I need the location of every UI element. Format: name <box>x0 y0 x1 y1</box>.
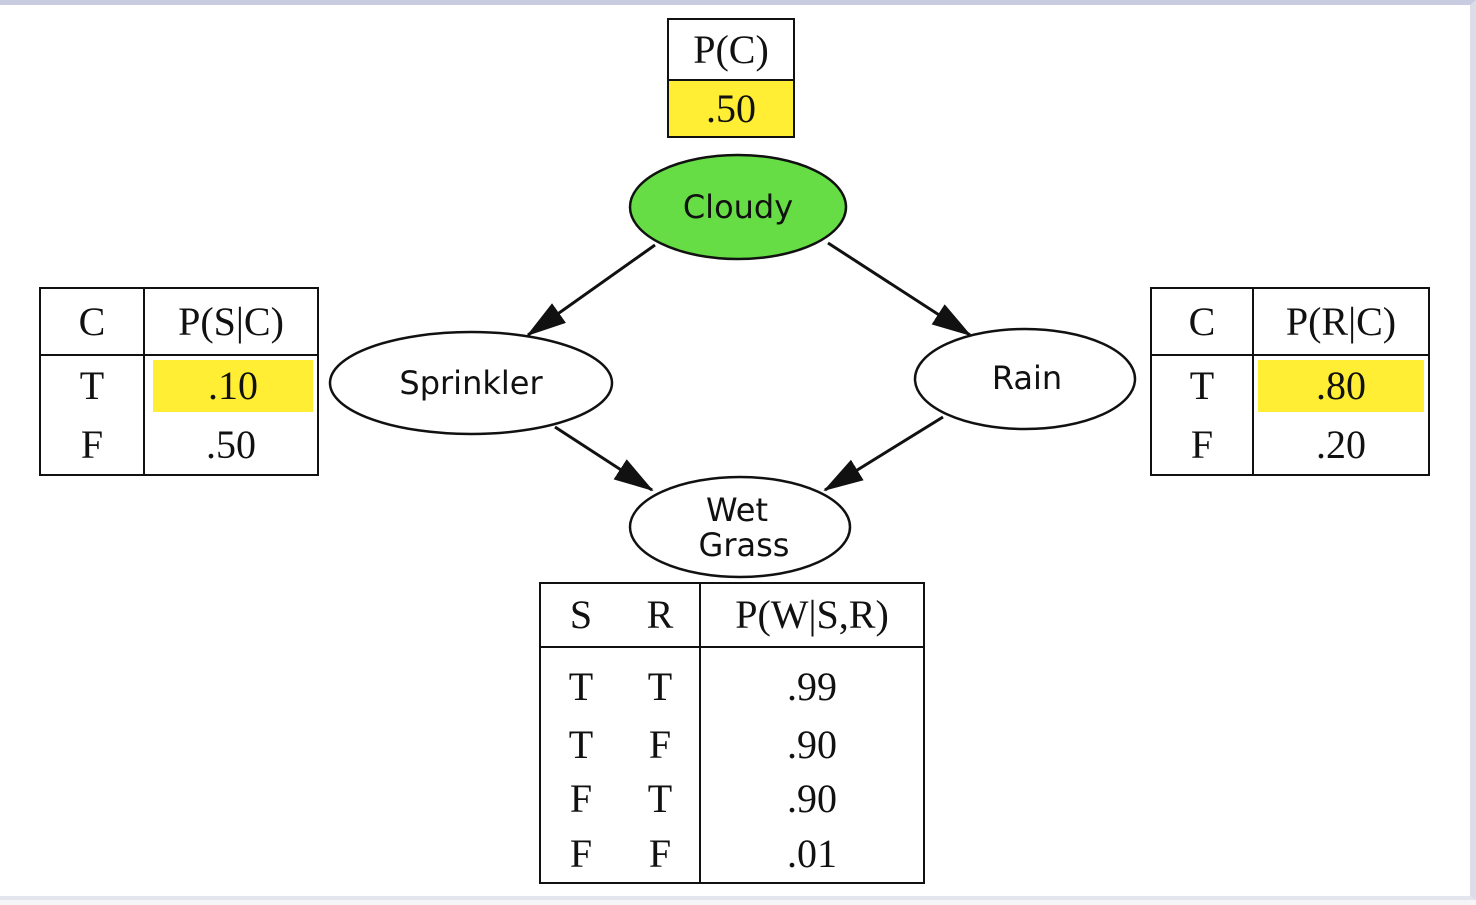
cpt-wet-grass-header-s: S <box>539 583 621 648</box>
cpt-sprinkler-header-p: P(S|C) <box>143 288 319 356</box>
cpt-rain-header-c: C <box>1150 288 1254 356</box>
cpt-wet-grass-row4-r: F <box>648 831 672 876</box>
cpt-rain-row2-c: F <box>1150 416 1254 475</box>
node-rain-label: Rain <box>992 359 1062 397</box>
cpt-wet-grass-row3-s: F <box>569 776 593 821</box>
node-rain: Rain <box>913 327 1137 431</box>
cpt-rain-row2-p: .20 <box>1252 416 1430 475</box>
edge-sprinkler-wetgrass <box>554 425 654 492</box>
cpt-wet-grass: S R P(W|S,R) T T .99 T F .90 F T .90 F F… <box>539 582 925 884</box>
cpt-cloudy: P(C) .50 <box>667 18 795 138</box>
cpt-wet-grass-row1-s: T <box>568 664 594 709</box>
edge-cloudy-sprinkler <box>526 243 656 337</box>
cpt-sprinkler-row2-c: F <box>39 416 145 475</box>
cpt-wet-grass-row1-r: T <box>647 664 673 709</box>
cpt-wet-grass-header-p: P(W|S,R) <box>699 583 925 648</box>
cpt-wet-grass-header-r: R <box>621 583 700 648</box>
cpt-sprinkler-row1-p: .10 <box>153 360 313 412</box>
cpt-sprinkler-row2-p: .50 <box>143 416 319 475</box>
cpt-wet-grass-row4-s: F <box>539 826 621 883</box>
cpt-rain-row1-p: .80 <box>1258 360 1424 412</box>
cpt-wet-grass-row3-p: .90 <box>699 772 925 826</box>
cpt-cloudy-value: .50 <box>667 80 795 137</box>
cpt-sprinkler-row1-p-cell: .10 <box>143 355 319 416</box>
cpt-rain-row1-c: T <box>1150 355 1254 416</box>
cpt-rain-row1-p-cell: .80 <box>1252 355 1430 416</box>
node-cloudy-label: Cloudy <box>683 188 793 226</box>
cpt-sprinkler-row1-c: T <box>39 355 145 416</box>
node-wet-grass-label-line1: Wet <box>706 491 768 529</box>
bayes-network-graph: Cloudy Sprinkler Rain Wet Grass <box>328 153 1137 579</box>
node-wet-grass: Wet Grass <box>628 475 852 579</box>
cpt-wet-grass-row2-r: F <box>648 722 672 767</box>
cpt-wet-grass-row2-p: .90 <box>699 718 925 772</box>
node-sprinkler: Sprinkler <box>328 330 614 436</box>
cpt-wet-grass-row3-r: T <box>647 776 673 821</box>
edge-cloudy-rain <box>827 241 972 337</box>
cpt-cloudy-header: P(C) <box>667 19 795 81</box>
cpt-wet-grass-row4-p: .01 <box>699 826 925 883</box>
cpt-rain-header-p: P(R|C) <box>1252 288 1430 356</box>
cpt-rain: C P(R|C) T .80 F .20 <box>1150 287 1430 476</box>
node-sprinkler-label: Sprinkler <box>399 364 543 402</box>
cpt-wet-grass-row1-p: .99 <box>699 647 925 718</box>
node-wet-grass-label-line2: Grass <box>699 526 790 564</box>
edge-rain-wetgrass <box>823 415 944 492</box>
cpt-wet-grass-row2-s: T <box>568 722 594 767</box>
node-cloudy: Cloudy <box>628 153 848 261</box>
cpt-sprinkler-header-c: C <box>39 288 145 356</box>
cpt-sprinkler: C P(S|C) T .10 F .50 <box>39 287 319 476</box>
